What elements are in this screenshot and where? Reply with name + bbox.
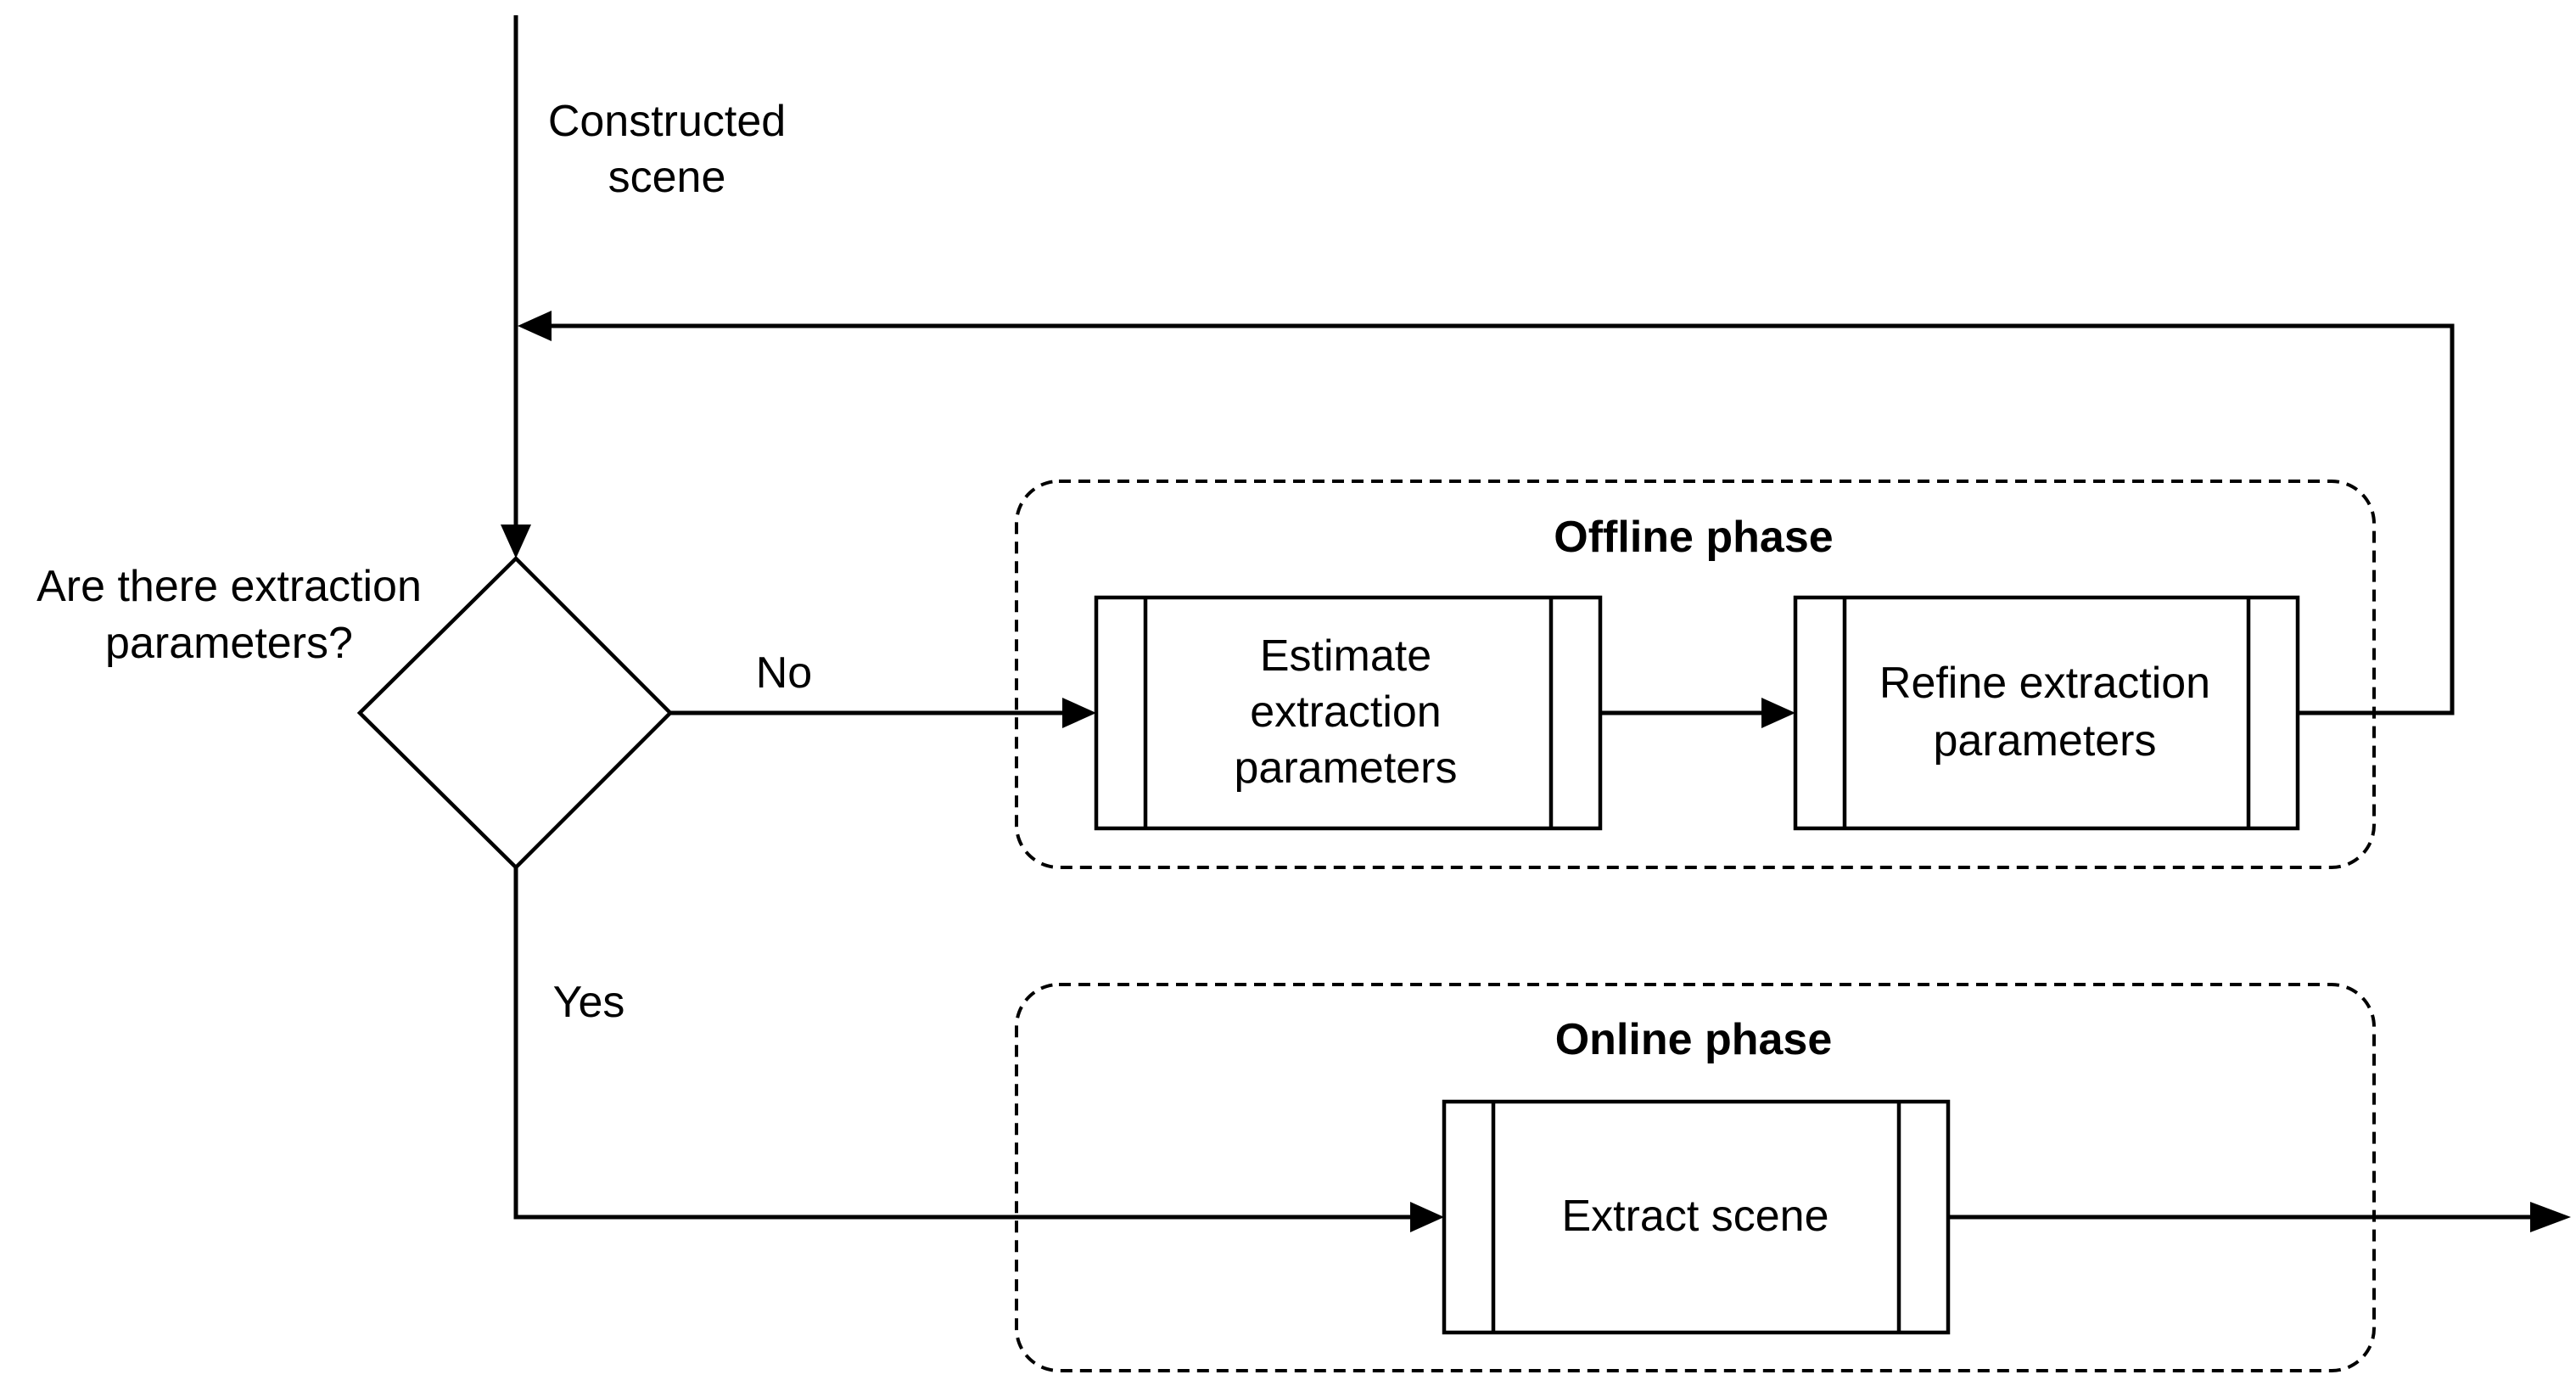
feedback-loop-edge — [543, 323, 2455, 715]
input-arrowhead — [501, 525, 531, 558]
output-arrowhead — [2530, 1202, 2571, 1232]
yes-edge — [513, 867, 1419, 1220]
extract-scene-process-box — [1442, 1099, 1951, 1335]
estimate-label-line3: parameters — [1235, 743, 1458, 793]
input-label-line2: scene — [608, 153, 726, 202]
estimate-process-box — [1094, 595, 1603, 831]
online-phase-title: Online phase — [1555, 1015, 1833, 1064]
decision-question-line2: parameters? — [105, 619, 353, 668]
estimate-to-refine-arrowhead — [1761, 698, 1795, 728]
estimate-label-line1: Estimate — [1260, 631, 1431, 681]
refine-label-line1: Refine extraction — [1879, 659, 2210, 708]
decision-question-line1: Are there extraction — [36, 562, 422, 611]
offline-phase-title: Offline phase — [1554, 513, 1833, 562]
no-edge-arrowhead — [1062, 698, 1096, 728]
refine-label-line2: parameters — [1934, 716, 2157, 766]
feedback-loop-arrowhead — [518, 311, 552, 341]
yes-branch-label: Yes — [553, 978, 625, 1027]
online-phase-group — [1015, 983, 2376, 1372]
refine-process-box — [1793, 595, 2300, 831]
no-branch-label: No — [756, 648, 812, 698]
yes-edge-arrowhead — [1410, 1202, 1444, 1232]
estimate-label-line2: extraction — [1250, 687, 1441, 737]
decision-diamond — [356, 555, 674, 871]
extract-scene-label: Extract scene — [1561, 1192, 1828, 1241]
input-label-line1: Constructed — [548, 97, 786, 146]
offline-phase-group — [1015, 480, 2376, 869]
